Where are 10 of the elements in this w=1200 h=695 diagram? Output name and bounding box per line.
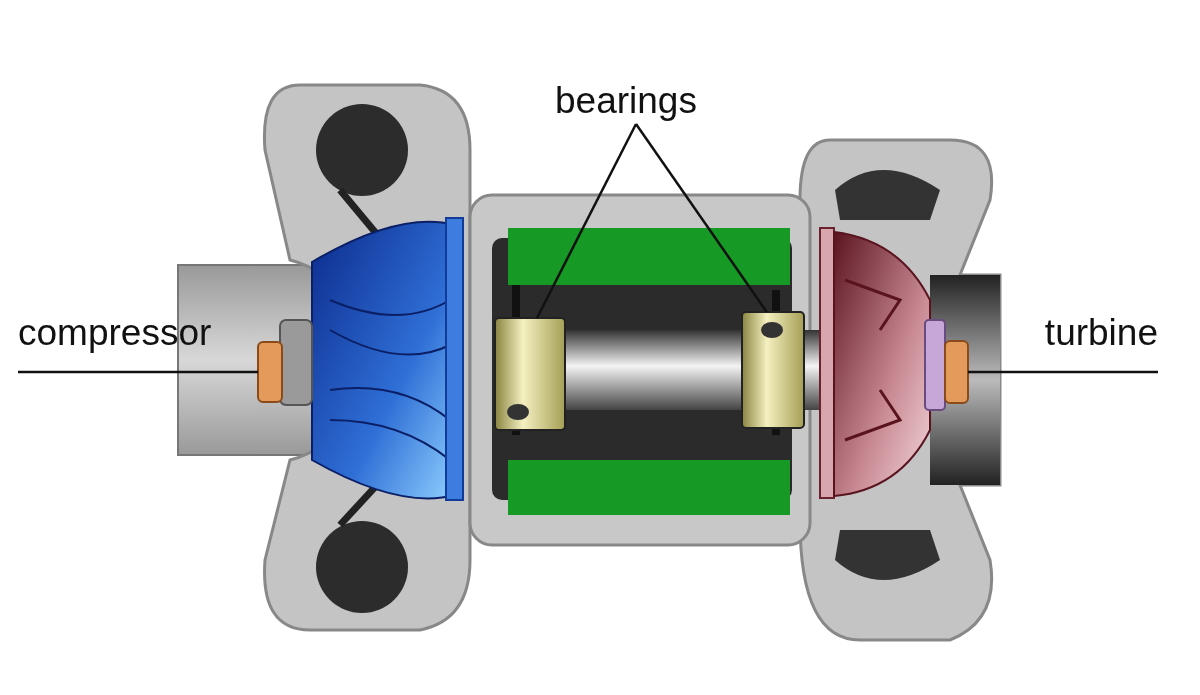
part-label: turbine	[1044, 314, 1158, 351]
turbine-nut-drawing	[944, 340, 969, 404]
bearing-drawing	[494, 317, 566, 431]
leader-line	[634, 123, 768, 313]
leader-line	[968, 370, 1158, 374]
leader-line	[535, 123, 638, 319]
compressor-nut-drawing	[257, 341, 283, 403]
bearing-drawing	[741, 311, 805, 429]
part-label: bearings	[555, 80, 697, 121]
leader-line	[18, 370, 258, 374]
